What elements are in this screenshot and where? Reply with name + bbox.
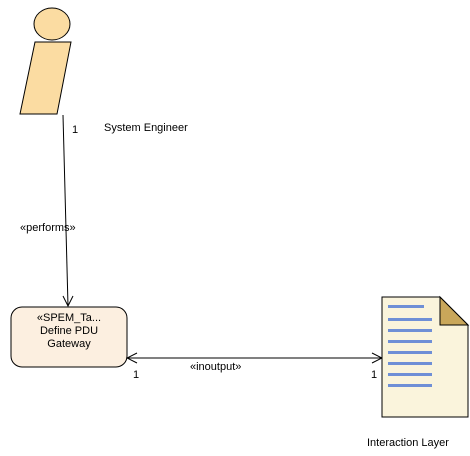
actor-head[interactable] (33, 7, 71, 41)
task-label: «SPEM_Ta... Define PDU Gateway (11, 312, 127, 351)
artifact-multiplicity: 1 (371, 369, 378, 381)
document-icon[interactable] (381, 295, 470, 418)
task-name-line2: Gateway (47, 338, 91, 350)
performs-label: «performs» (20, 222, 76, 234)
task-name-line1: Define PDU (39, 325, 99, 337)
task-stereotype: «SPEM_Ta... (36, 312, 102, 324)
artifact-name[interactable]: Interaction Layer (367, 437, 449, 449)
task-multiplicity: 1 (133, 369, 140, 381)
actor-name[interactable]: System Engineer (104, 122, 188, 134)
inoutput-arrowhead-left (125, 352, 138, 364)
performs-arrowhead (62, 295, 74, 308)
actor-multiplicity: 1 (72, 124, 79, 136)
inoutput-label: «inoutput» (190, 361, 242, 373)
actor-body[interactable] (19, 41, 72, 115)
task-node[interactable] (10, 306, 128, 368)
performs-connector[interactable] (62, 114, 69, 307)
